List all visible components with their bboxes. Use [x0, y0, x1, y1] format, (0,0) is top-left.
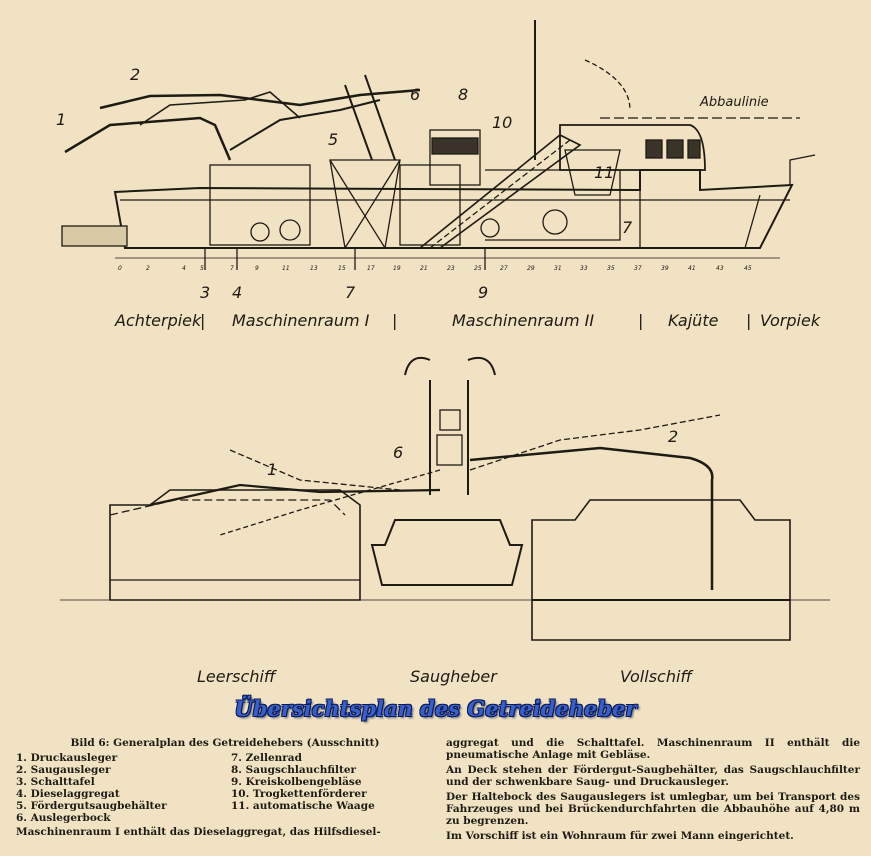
svg-text:41: 41	[688, 265, 696, 272]
svg-text:17: 17	[367, 265, 375, 272]
callout-3: 3	[200, 283, 210, 302]
label-leerschiff: Leerschiff	[197, 667, 278, 686]
legend-item: 3. Schalttafel	[16, 776, 95, 788]
section-achterpiek: Achterpiek	[114, 311, 202, 330]
label-vollschiff: Vollschiff	[620, 667, 694, 686]
callout-4: 4	[232, 283, 242, 302]
front-callout-2: 2	[668, 427, 678, 446]
callout-1: 1	[56, 110, 66, 129]
svg-text:25: 25	[474, 265, 482, 272]
svg-text:13: 13	[310, 265, 318, 272]
section-maschinenraum-1: Maschinenraum I	[232, 311, 370, 330]
drawing-labels: 1 2 6 8 10 5 11 7 Abbaulinie 3 4 7 9 0 2…	[56, 65, 821, 686]
svg-text:|: |	[200, 311, 205, 330]
svg-text:19: 19	[393, 265, 401, 272]
svg-text:39: 39	[661, 265, 669, 272]
label-saugheber: Saugheber	[410, 667, 498, 686]
svg-text:35: 35	[607, 265, 615, 272]
svg-text:29: 29	[527, 265, 535, 272]
frame-numbers: 0 2 4 5 7 9 11 13 15 17 19 21 23 25 27 2…	[118, 265, 752, 272]
paragraph-3: Der Haltebock des Saugauslegers ist umle…	[446, 791, 860, 827]
front-callout-1: 1	[267, 460, 277, 479]
paragraph-4: Im Vorschiff ist ein Wohnraum für zwei M…	[446, 830, 794, 842]
front-callout-6: 6	[393, 443, 403, 462]
callout-9: 9	[478, 283, 488, 302]
svg-text:11: 11	[282, 265, 290, 272]
svg-text:|: |	[392, 311, 397, 330]
svg-text:4: 4	[182, 265, 186, 272]
legend-item: 9. Kreiskolbengebläse	[231, 776, 362, 788]
legend-item: 8. Saugschlauchfilter	[231, 764, 357, 776]
callout-7-lower: 7	[345, 283, 356, 302]
caption-column-2: aggregat und die Schalttafel. Maschinenr…	[446, 737, 860, 845]
callout-7: 7	[622, 218, 633, 237]
svg-text:2: 2	[146, 265, 150, 272]
svg-text:43: 43	[716, 265, 724, 272]
legend-item: 7. Zellenrad	[231, 752, 302, 764]
section-vorpiek: Vorpiek	[760, 311, 821, 330]
svg-text:15: 15	[338, 265, 346, 272]
svg-text:5: 5	[200, 265, 204, 272]
svg-text:33: 33	[580, 265, 588, 272]
svg-text:7: 7	[230, 265, 234, 272]
legend-item: 5. Fördergutsaugbehälter	[16, 800, 167, 812]
paragraph-1-start: Maschinenraum I enthält das Dieselaggreg…	[16, 826, 381, 838]
callout-2: 2	[130, 65, 140, 84]
legend-item: 1. Druckausleger	[16, 752, 118, 764]
callout-11: 11	[594, 163, 614, 182]
paragraph-1-end: aggregat und die Schalttafel. Maschinenr…	[446, 737, 860, 761]
callout-8: 8	[458, 85, 468, 104]
figure-title: Übersichtsplan des Getreideheber	[234, 696, 637, 721]
legend-item: 6. Auslegerbock	[16, 812, 111, 824]
svg-text:|: |	[746, 311, 751, 330]
ship-front-view	[60, 356, 830, 641]
abbaulinie-label: Abbaulinie	[699, 95, 769, 110]
technical-drawing: 1 2 6 8 10 5 11 7 Abbaulinie 3 4 7 9 0 2…	[56, 20, 830, 686]
callout-5: 5	[328, 130, 338, 149]
svg-text:0: 0	[118, 265, 122, 272]
svg-text:45: 45	[744, 265, 752, 272]
svg-text:21: 21	[420, 265, 428, 272]
legend-item: 10. Trogkettenförderer	[231, 788, 367, 800]
legend-item: 4. Dieselaggregat	[16, 788, 120, 800]
caption-column-1: Bild 6: Generalplan des Getreidehebers (…	[16, 737, 434, 838]
section-maschinenraum-2: Maschinenraum II	[452, 311, 594, 330]
section-kajuete: Kajüte	[668, 311, 719, 330]
svg-text:31: 31	[554, 265, 562, 272]
legend-list: 1. Druckausleger 2. Saugausleger 3. Scha…	[16, 752, 434, 824]
svg-text:37: 37	[634, 265, 642, 272]
caption-title: Bild 6: Generalplan des Getreidehebers (…	[70, 737, 380, 749]
callout-6: 6	[410, 85, 420, 104]
callout-10: 10	[492, 113, 512, 132]
svg-text:9: 9	[255, 265, 259, 272]
svg-text:|: |	[638, 311, 643, 330]
legend-item: 2. Saugausleger	[16, 764, 111, 776]
svg-text:23: 23	[447, 265, 455, 272]
svg-text:27: 27	[500, 265, 508, 272]
legend-item: 11. automatische Waage	[231, 800, 375, 812]
paragraph-2: An Deck stehen der Fördergut-Saugbehälte…	[446, 764, 860, 788]
ship-side-view	[61, 20, 816, 270]
